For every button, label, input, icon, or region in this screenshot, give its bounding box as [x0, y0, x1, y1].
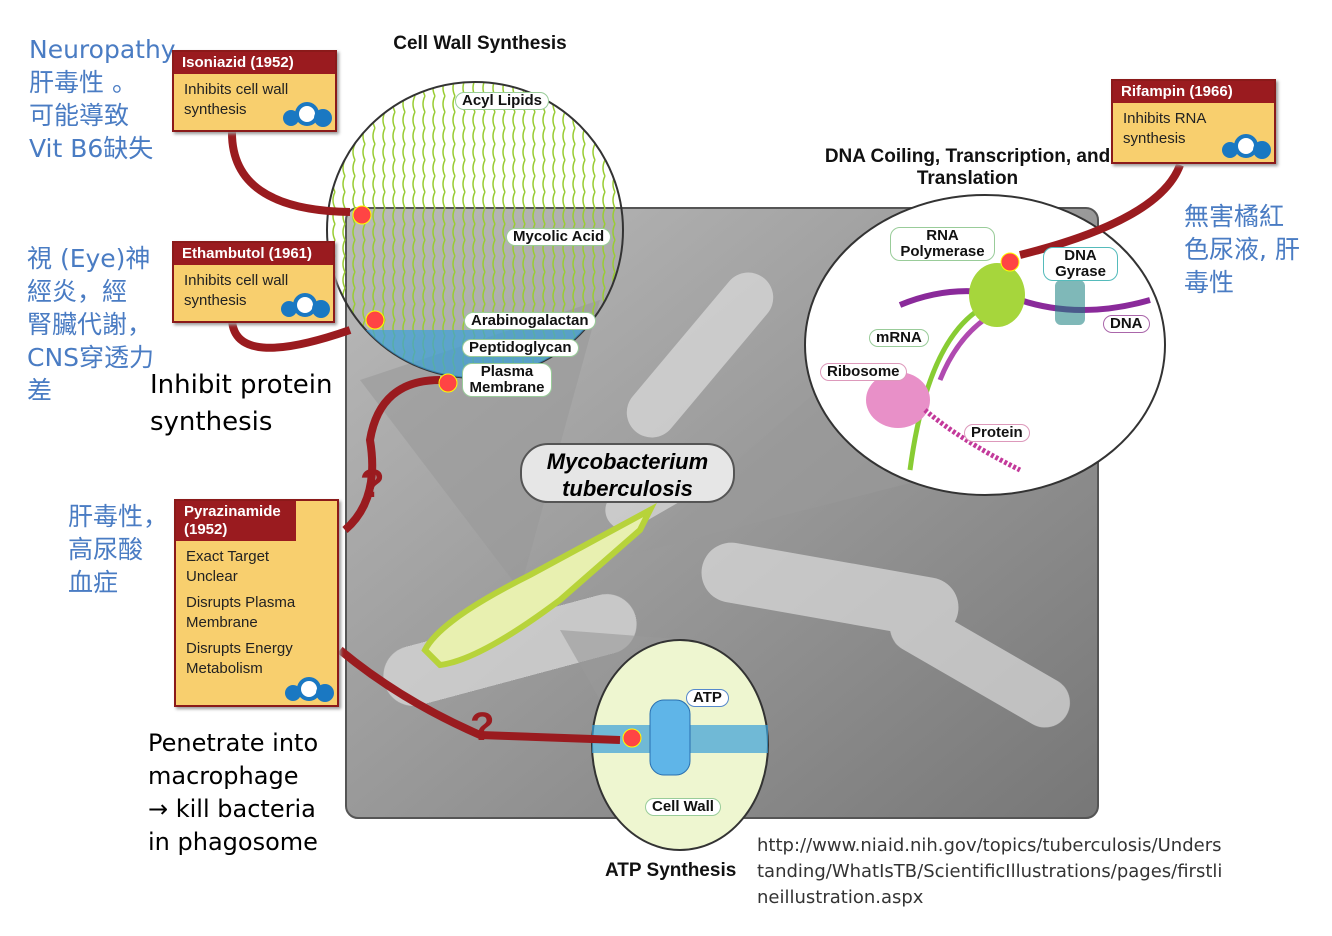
ribosome-label: Ribosome: [820, 363, 907, 381]
rifampin-card: Rifampin (1966) Inhibits RNA synthesis: [1111, 79, 1276, 164]
drug-name: Rifampin (1966): [1113, 81, 1274, 103]
drug-description: Exact Target Unclear: [186, 548, 270, 585]
drug-description: Inhibits cell wall synthesis: [184, 81, 289, 118]
unknown-target-mark-1: ?: [360, 462, 385, 506]
pills-icon: [283, 102, 332, 127]
drug-description: Inhibits RNA synthesis: [1123, 110, 1206, 147]
peptidoglycan-label: Peptidoglycan: [462, 339, 579, 357]
dna-gyrase-label: DNA Gyrase: [1043, 247, 1118, 281]
ribosome-shape: [866, 372, 930, 428]
ethambutol-card: Ethambutol (1961) Inhibits cell wall syn…: [172, 241, 335, 323]
mrna-label: mRNA: [869, 329, 929, 347]
pyrazinamide-card: Pyrazinamide (1952) Exact Target Unclear…: [174, 499, 339, 707]
drug-description: Disrupts Energy Metabolism: [186, 640, 293, 677]
isoniazid-card: Isoniazid (1952) Inhibits cell wall synt…: [172, 50, 337, 132]
drug-name: Isoniazid (1952): [174, 52, 335, 74]
drug-name: Pyrazinamide (1952): [176, 501, 296, 541]
macrophage-note: Penetrate into macrophage → kill bacteri…: [148, 729, 319, 856]
pills-icon: [1222, 134, 1271, 159]
bacterium-outline: [421, 502, 657, 669]
pills-icon: [281, 293, 330, 318]
protein-label: Protein: [964, 424, 1030, 442]
atp-label: ATP: [686, 689, 729, 707]
source-url[interactable]: http://www.niaid.nih.gov/topics/tubercul…: [757, 835, 1223, 908]
drug-description: Disrupts Plasma Membrane: [186, 594, 296, 631]
cell-wall-label: Cell Wall: [645, 798, 721, 816]
pills-icon: [285, 677, 334, 702]
rifampin-side-effects-note: 無害橘紅 色尿液, 肝 毒性: [1184, 202, 1300, 297]
organism-label: Mycobacterium tuberculosis: [520, 443, 735, 503]
cell-wall-synthesis-title: Cell Wall Synthesis: [393, 33, 567, 54]
protein-synthesis-note: Inhibit protein synthesis: [150, 370, 333, 437]
plasma-membrane-label: Plasma Membrane: [462, 363, 552, 397]
mycolic-acid-label: Mycolic Acid: [506, 228, 612, 246]
isoniazid-side-effects-note: Neuropathy 肝毒性 。 可能導致 Vit B6缺失: [29, 35, 176, 163]
pyrazinamide-side-effects-note: 肝毒性， 高尿酸 血症: [68, 502, 169, 597]
atp-synthesis-title: ATP Synthesis: [605, 860, 737, 881]
drug-description: Inhibits cell wall synthesis: [184, 272, 289, 309]
acyl-lipids-label: Acyl Lipids: [455, 92, 550, 110]
dna-label: DNA: [1103, 315, 1150, 333]
drug-arrows: [227, 129, 1184, 744]
rna-polymerase-label: RNA Polymerase: [890, 227, 995, 261]
unknown-target-mark-2: ?: [470, 705, 495, 749]
drug-name: Ethambutol (1961): [174, 243, 333, 265]
arabinogalactan-label: Arabinogalactan: [464, 312, 596, 330]
ethambutol-side-effects-note: 視 (Eye)神 經炎，經 腎臟代謝， CNS穿透力 差: [27, 244, 155, 405]
dna-section-title: DNA Coiling, Transcription, and Translat…: [824, 146, 1111, 189]
inhibition-burst-icons: [352, 205, 1020, 748]
rna-polymerase-shape: [969, 263, 1025, 327]
